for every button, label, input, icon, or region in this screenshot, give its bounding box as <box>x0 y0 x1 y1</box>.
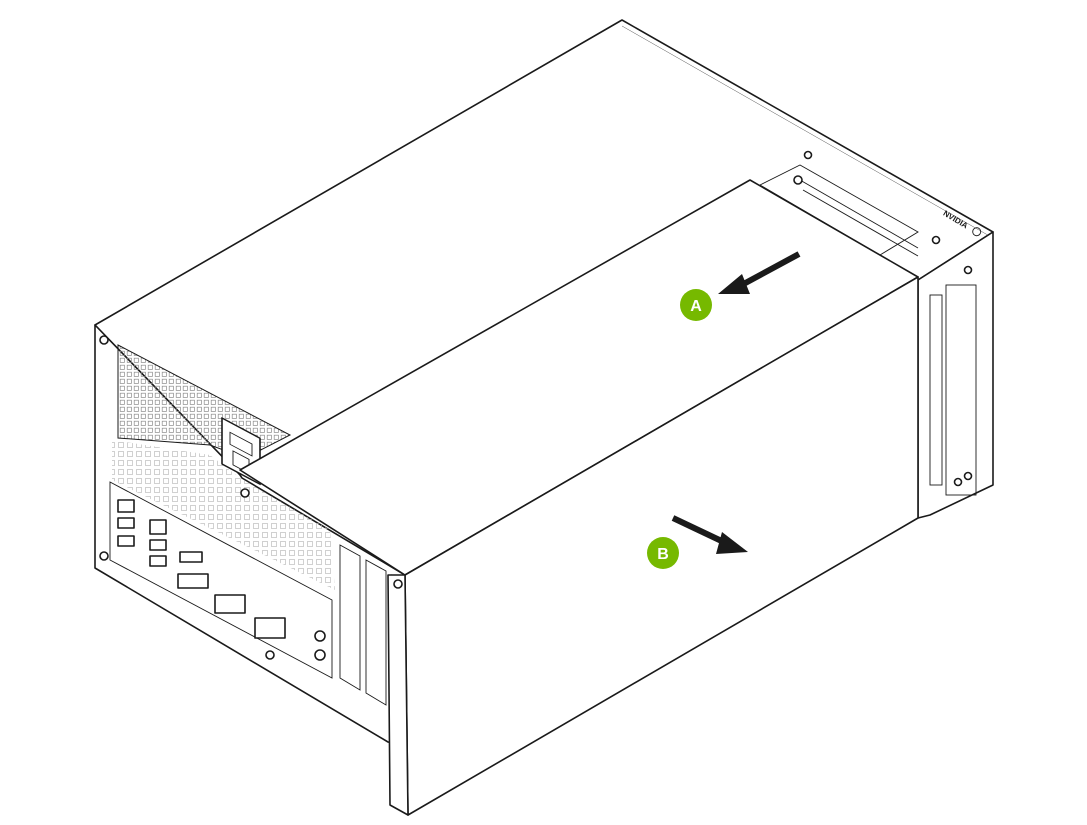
cover-screw <box>240 488 250 498</box>
callout-b-label: B <box>657 546 669 563</box>
frame-screw <box>931 235 941 245</box>
audio-jacks <box>314 630 326 661</box>
usb-ports <box>117 499 167 567</box>
callout-b: B <box>647 515 748 569</box>
callout-a-badge <box>680 289 712 321</box>
frame-screw <box>953 477 963 487</box>
frame-screw <box>793 175 803 185</box>
video-ports <box>177 551 286 639</box>
callout-a-label: A <box>690 298 702 315</box>
arrow-a-shaft <box>736 251 801 290</box>
arrow-a-head <box>718 274 750 294</box>
side-cover-lip <box>387 574 409 816</box>
cover-screw <box>393 579 403 589</box>
io-shield <box>109 481 333 679</box>
callout-b-badge <box>647 537 679 569</box>
callout-a: A <box>680 251 801 321</box>
io-area-vent <box>112 440 335 590</box>
frame-screw <box>803 150 813 160</box>
arrow-b-head <box>716 532 748 554</box>
chassis-front-frame <box>917 231 994 519</box>
frame-screw <box>963 471 973 481</box>
nvidia-eye-icon <box>972 227 982 237</box>
frame-screw <box>963 265 973 275</box>
